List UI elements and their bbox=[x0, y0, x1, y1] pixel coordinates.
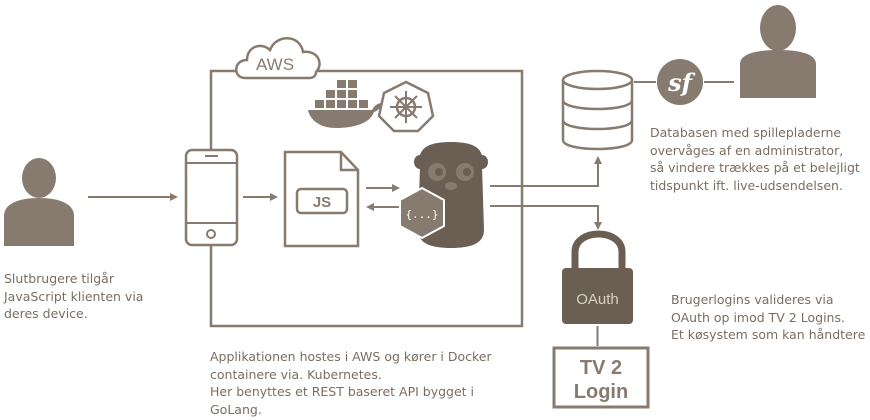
aws-cloud-label: AWS bbox=[256, 55, 294, 74]
symfony-logo-label: sf bbox=[667, 68, 696, 97]
database-caption: Databasen med spillepladerne overvåges a… bbox=[650, 125, 860, 193]
symfony-logo-icon: sf bbox=[657, 59, 703, 105]
database-icon bbox=[561, 69, 634, 151]
arrow-api-to-oauth bbox=[490, 205, 602, 230]
oauth-lock-label: OAuth bbox=[576, 291, 619, 308]
kubernetes-icon bbox=[377, 80, 435, 133]
end-user-caption: Slutbrugere tilgår JavaScript klienten v… bbox=[4, 271, 144, 321]
javascript-file-icon: JS bbox=[283, 150, 360, 248]
rest-api-label: {...} bbox=[405, 208, 438, 221]
aws-cloud-icon: AWS bbox=[235, 37, 321, 80]
javascript-file-label: JS bbox=[313, 194, 331, 211]
administrator-user-icon bbox=[740, 5, 816, 98]
end-user-icon bbox=[4, 158, 74, 246]
oauth-caption: Brugerlogins valideres via OAuth op imod… bbox=[671, 292, 866, 342]
tv2-login-box: TV 2 Login bbox=[552, 346, 650, 409]
arrow-api-to-database bbox=[490, 156, 602, 187]
tv2-login-line1: TV 2 bbox=[580, 357, 622, 379]
application-caption: Applikationen hostes i AWS og kører i Do… bbox=[210, 349, 492, 417]
docker-icon bbox=[308, 80, 386, 128]
oauth-lock-icon: OAuth bbox=[562, 230, 633, 324]
rest-api-icon: {...} bbox=[399, 186, 445, 240]
tv2-login-line2: Login bbox=[574, 381, 628, 403]
device-phone-icon bbox=[184, 148, 239, 247]
